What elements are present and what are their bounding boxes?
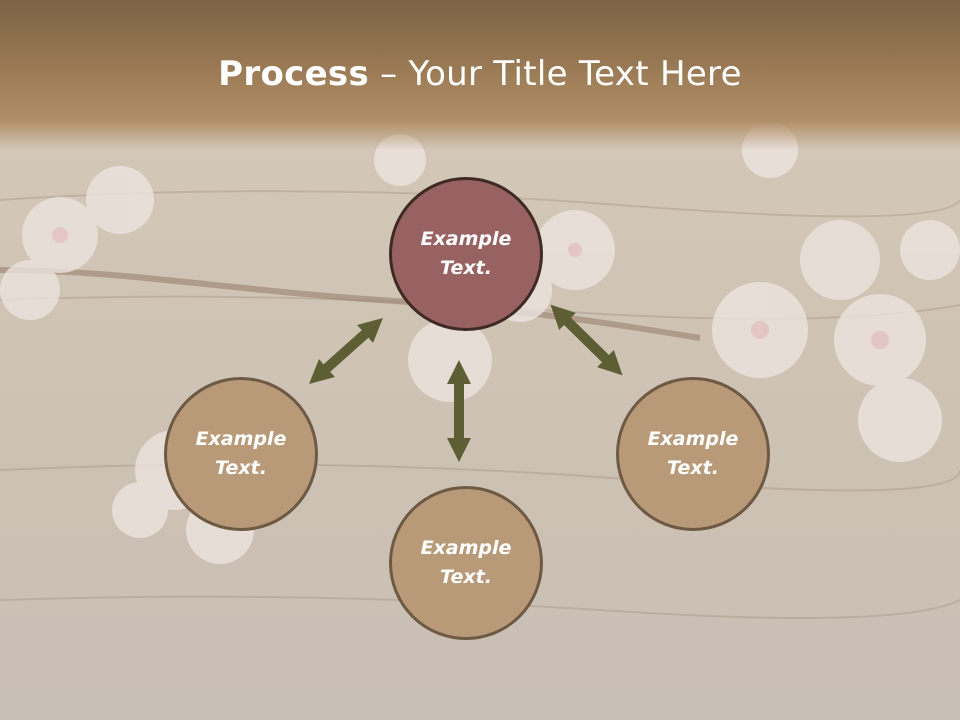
title-bar [0, 0, 960, 150]
double-arrow-icon [550, 304, 623, 376]
node-left[interactable]: Example Text. [164, 377, 318, 531]
node-bottom-text: Example Text. [420, 537, 512, 588]
title-rest: – Your Title Text Here [369, 54, 742, 94]
node-right[interactable]: Example Text. [616, 377, 770, 531]
slide-title: Process – Your Title Text Here [0, 54, 960, 94]
title-bold: Process [218, 54, 370, 94]
node-top[interactable]: Example Text. [389, 177, 543, 331]
double-arrow-icon [309, 318, 383, 384]
node-bottom[interactable]: Example Text. [389, 486, 543, 640]
node-right-text: Example Text. [647, 428, 739, 479]
node-top-text: Example Text. [420, 228, 512, 279]
node-left-text: Example Text. [195, 428, 287, 479]
